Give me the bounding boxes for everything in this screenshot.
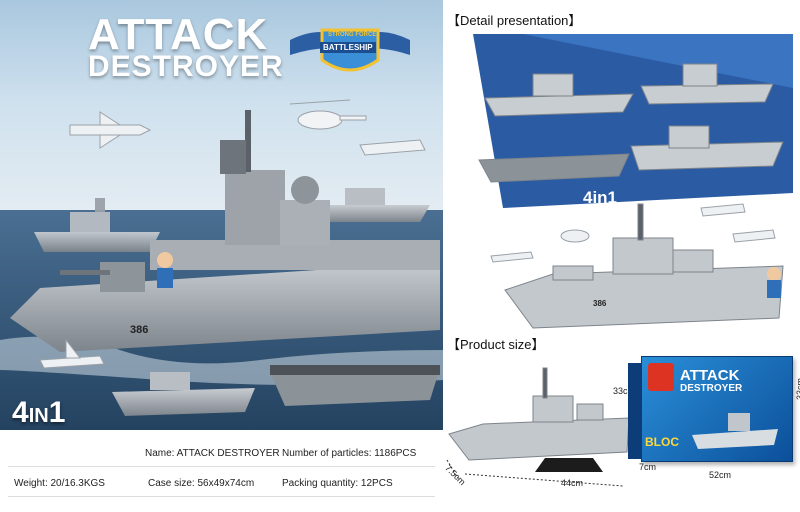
jet-bottom-left	[39, 338, 105, 369]
packing-spec: Packing quantity: 12PCS	[282, 478, 393, 489]
spec-panel: Name: ATTACK DESTROYER Number of particl…	[0, 430, 443, 512]
four-in-one-label: 4IN1	[12, 396, 66, 429]
jet-top-left	[69, 111, 152, 149]
hull-number: 386	[130, 324, 148, 336]
jet-top-right	[359, 139, 426, 156]
poster-scene: 386	[0, 0, 443, 512]
box-side	[628, 363, 642, 459]
title-line-2: DESTROYER	[88, 50, 284, 83]
badge-text-1: STRONG FORCE	[328, 32, 377, 38]
detail-hull-number: 386	[593, 299, 607, 308]
divider	[8, 496, 435, 497]
divider	[8, 466, 435, 467]
ship-length-dim: 44cm	[561, 478, 584, 488]
box-height-dim: 33cm	[795, 377, 800, 400]
weight-spec: Weight: 20/16.3KGS	[14, 478, 105, 489]
product-box: ATTACK DESTROYER BLOC	[628, 356, 793, 462]
helicopter	[289, 99, 367, 130]
product-size-title: 【Product size】	[447, 337, 545, 352]
box-brand: BLOC	[645, 435, 679, 449]
small-frigate	[112, 372, 255, 416]
box-width-dim: 7cm	[639, 462, 657, 472]
box-title: ATTACK	[680, 367, 740, 384]
case-size-spec: Case size: 56x49x74cm	[148, 478, 255, 489]
small-ship-left	[34, 198, 160, 252]
ship-height-dim: 33cm	[613, 386, 636, 396]
main-poster: 386	[0, 0, 443, 512]
particles-spec: Number of particles: 1186PCS	[282, 448, 417, 459]
box-length-dim: 52cm	[709, 470, 732, 480]
detail-panel: 【Detail presentation】 4in1 386	[443, 0, 800, 512]
main-destroyer: 386	[10, 110, 440, 352]
title-line-1: ATTACK	[88, 10, 269, 59]
detail-presentation-title: 【Detail presentation】	[447, 13, 582, 28]
badge-text-2: BATTLESHIP	[320, 42, 376, 53]
box-ship-art	[692, 413, 778, 449]
box-subtitle: DESTROYER	[680, 383, 743, 394]
aircraft-carrier	[270, 365, 440, 406]
detail-4in1-text: 4in1	[583, 188, 617, 207]
ship-size-diagram	[446, 367, 636, 487]
detail-scene: 4in1 386	[473, 34, 793, 329]
small-ship-right	[315, 188, 430, 222]
name-spec: Name: ATTACK DESTROYER	[145, 448, 280, 459]
brand-logo	[648, 363, 674, 391]
